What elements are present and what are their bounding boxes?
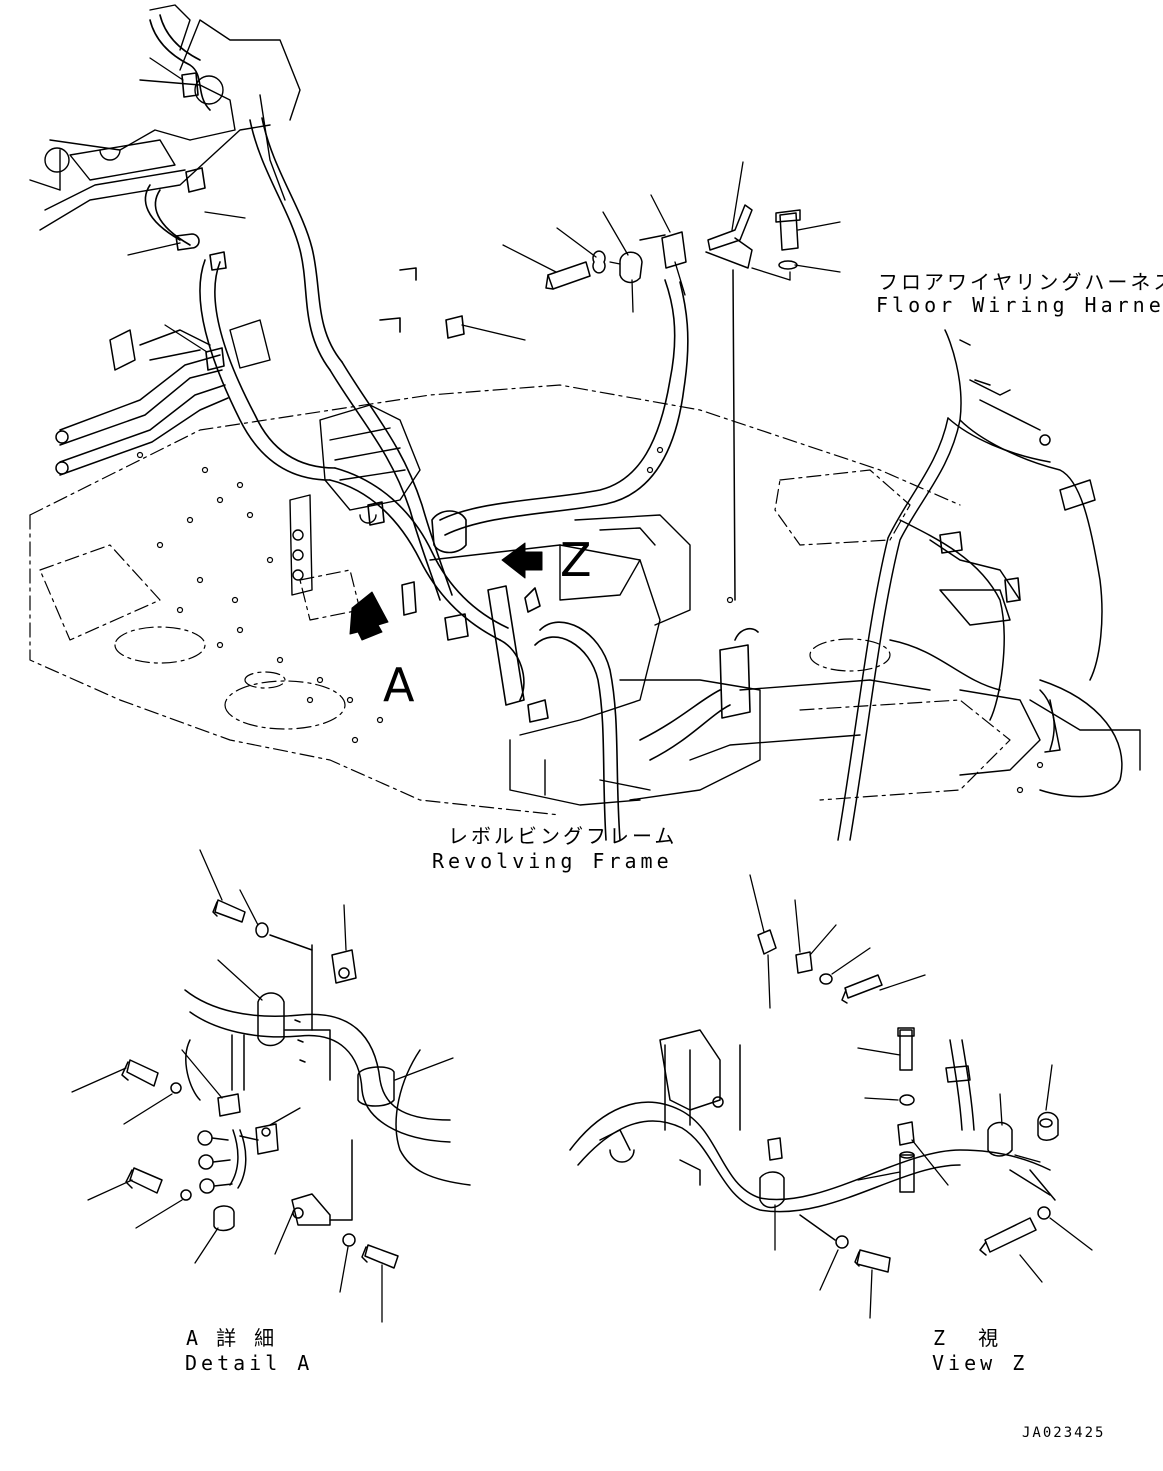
view-z-label-en: View Z [932,1351,1029,1375]
hoses-left [56,330,228,475]
frame-holes [138,448,1043,793]
floor-wiring-harness [145,15,730,840]
harness-right-branch [838,330,1122,840]
view-arrow-a [350,592,388,640]
floor-harness-label-jp: フロアワイヤリングハーネス [878,270,1163,294]
view-arrow-a-label: A [383,658,415,712]
leader-lines-main [128,58,840,352]
frame-structure [430,515,1140,805]
detail-a-drawing [122,900,470,1268]
view-arrow-z [502,543,542,578]
view-z-drawing [570,930,1058,1272]
drawing-code: JA023425 [1022,1425,1106,1441]
detail-a-label-jp: A 詳 細 [186,1326,278,1350]
detail-a-label-en: Detail A [185,1351,314,1375]
revolving-frame-label-en: Revolving Frame [432,849,673,873]
leader-lines-view-z [750,875,1092,1318]
leader-lines-detail-a [72,850,453,1322]
hardware-top-exploded [546,205,800,600]
view-arrow-z-label: Z [560,533,592,587]
floor-harness-label-en: Floor Wiring Harness [876,293,1163,317]
engine-components [30,5,300,230]
revolving-frame-label-jp: レボルビングフレーム [448,824,678,848]
control-valve [230,320,420,595]
view-z-label-jp: Z 視 [933,1326,1002,1350]
main-clamps [176,73,1020,722]
revolving-frame-outline [30,385,1010,815]
